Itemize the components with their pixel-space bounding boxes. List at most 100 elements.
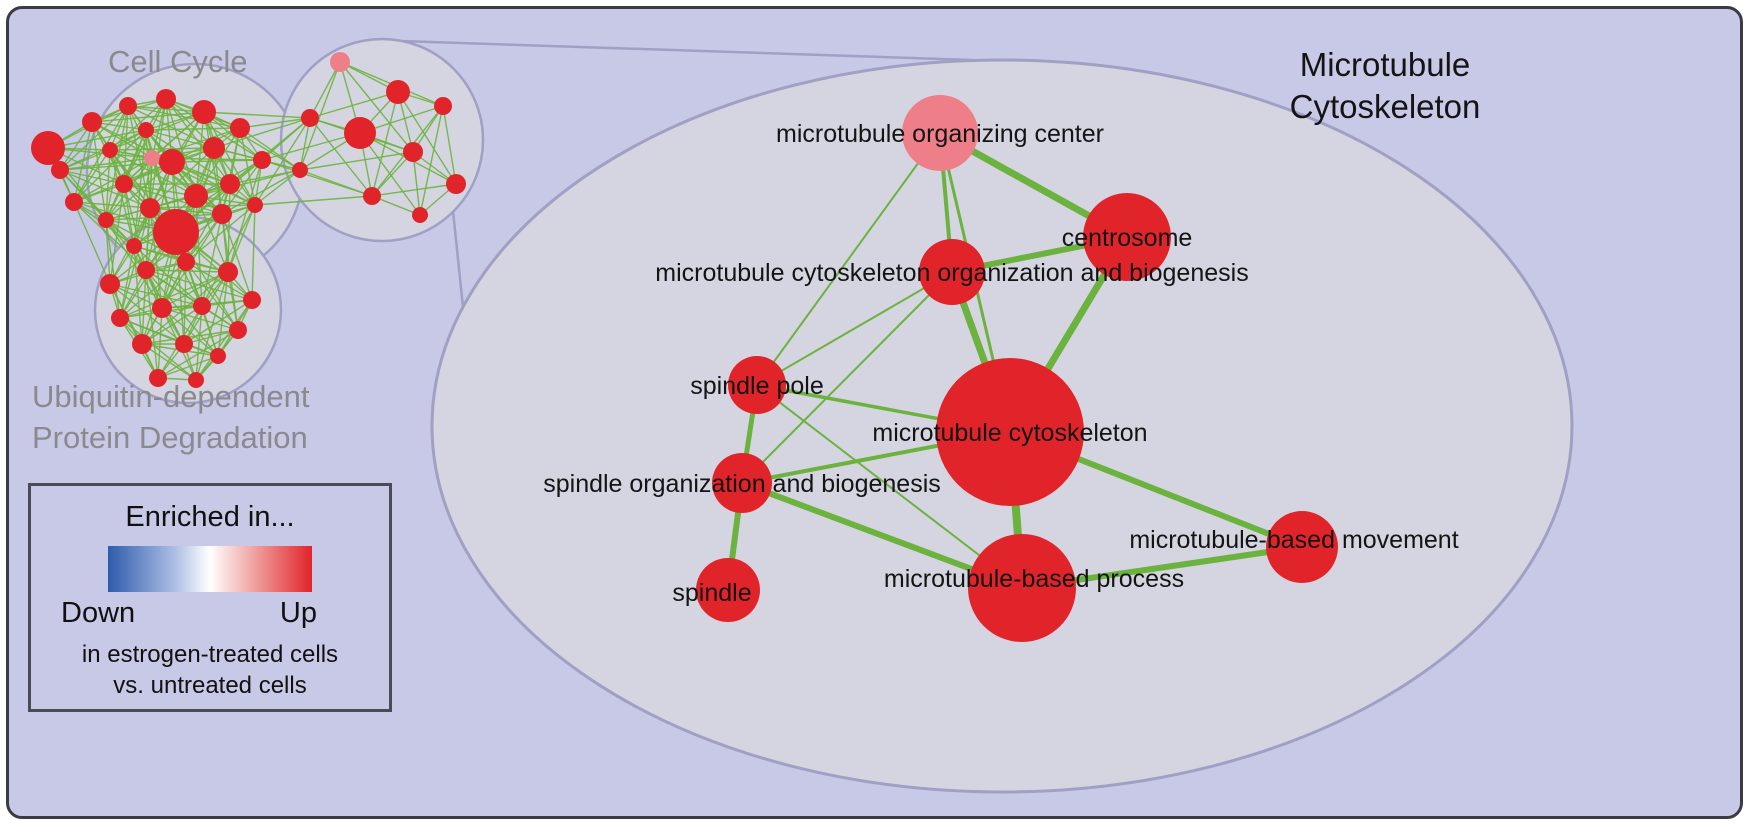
edge-moc-spindle_pole: [756, 132, 941, 386]
overview-edge: [73, 149, 111, 203]
overview-node: [344, 117, 376, 149]
node-centrosome: [1083, 193, 1171, 281]
legend-caption: in estrogen-treated cells vs. untreated …: [31, 639, 389, 701]
node-spindle_pole: [728, 356, 786, 414]
overview-edge: [157, 329, 239, 379]
overview-edge: [201, 204, 256, 307]
overview-edge: [73, 201, 147, 271]
node-label-centrosome: centrosome: [1062, 224, 1193, 252]
overview-node: [218, 262, 238, 282]
overview-node: [301, 109, 319, 127]
overview-edge: [299, 151, 414, 171]
overview-node: [203, 137, 225, 159]
node-mco: [919, 239, 985, 305]
overview-edge: [105, 161, 173, 221]
overview-edge: [185, 204, 256, 263]
overview-edge: [239, 127, 301, 171]
overview-edge: [141, 329, 239, 345]
overview-edge: [254, 169, 301, 206]
overview-edge: [221, 159, 263, 215]
overview-edge: [161, 271, 229, 309]
overview-edge: [145, 269, 219, 357]
legend-gradient-bar: [108, 546, 312, 592]
overview-edge: [203, 111, 311, 119]
overview-edge: [412, 151, 421, 216]
overview-node: [363, 187, 381, 205]
edge-spindle_pole-mbp: [756, 384, 1023, 589]
overview-node: [412, 207, 428, 223]
overview-edge: [133, 245, 143, 345]
cluster-label-microtubule-cytoskeleton: Microtubule Cytoskeleton: [1230, 44, 1540, 128]
overview-edge: [105, 219, 163, 309]
node-spindle: [696, 558, 760, 622]
overview-edge: [123, 183, 197, 197]
overview-cluster-circle: [279, 37, 485, 243]
overview-edge: [217, 271, 229, 357]
overview-edge: [397, 91, 457, 185]
overview-node: [229, 321, 247, 339]
overview-edge: [145, 269, 229, 273]
node-label-spindle_org: spindle organization and biogenesis: [543, 470, 941, 498]
overview-node: [119, 97, 137, 115]
overview-node: [140, 198, 160, 218]
overview-edge: [203, 111, 256, 206]
overview-edge: [195, 305, 203, 381]
overview-edge: [183, 261, 187, 345]
overview-edge: [359, 132, 421, 216]
overview-node: [144, 150, 160, 166]
node-mt_cyto: [936, 358, 1084, 506]
overview-edge: [105, 219, 121, 319]
overview-edge: [254, 195, 373, 206]
cluster-label-ubiquitin: Ubiquitin-dependent Protein Degradation: [32, 376, 310, 458]
ubiquitin-label-line1: Ubiquitin-dependent: [32, 379, 310, 414]
zoom-connector-line: [451, 210, 465, 308]
overview-node: [386, 80, 410, 104]
legend-caption-line1: in estrogen-treated cells: [81, 641, 339, 668]
edge-mco-spindle_pole: [756, 271, 953, 386]
overview-node: [177, 253, 195, 271]
overview-edge: [119, 261, 187, 319]
overview-node: [192, 100, 216, 124]
overview-edge: [123, 183, 223, 215]
overview-edge: [105, 219, 111, 285]
overview-edge: [105, 149, 111, 221]
node-label-mt_cyto: microtubule cytoskeleton: [872, 419, 1147, 447]
legend-caption-line2: vs. untreated cells: [113, 672, 307, 699]
overview-edge: [419, 105, 444, 216]
overview-node: [330, 52, 350, 72]
overview-edge: [229, 117, 311, 185]
overview-edge: [183, 329, 239, 345]
overview-node: [115, 175, 133, 193]
overview-edge: [73, 201, 111, 285]
overview-edge: [119, 317, 197, 381]
ubiquitin-label-line2: Protein Degradation: [32, 420, 308, 455]
legend-up-label: Up: [279, 597, 317, 629]
overview-node: [102, 142, 118, 158]
overview-node: [132, 334, 152, 354]
overview-node: [149, 369, 167, 387]
cluster-label-cell-cycle: Cell Cycle: [108, 44, 248, 79]
overview-edge: [119, 269, 147, 319]
overview-edge: [442, 105, 457, 185]
overview-node: [446, 174, 466, 194]
overview-node: [31, 131, 65, 165]
overview-node: [138, 122, 154, 138]
overview-edge: [145, 127, 241, 131]
overview-edge: [141, 269, 147, 345]
overview-edge: [195, 169, 301, 197]
overview-node: [212, 204, 232, 224]
overview-node: [247, 197, 263, 213]
overview-edge: [127, 105, 215, 149]
overview-edge: [73, 157, 153, 203]
overview-node: [156, 89, 176, 109]
overview-edge: [109, 111, 205, 151]
overview-edge: [309, 61, 341, 119]
overview-edge: [145, 207, 151, 271]
overview-edge: [254, 117, 311, 206]
zoom-connector-line: [399, 39, 973, 62]
overview-edge: [309, 117, 373, 197]
legend-down-label: Down: [61, 597, 136, 629]
overview-edge: [339, 61, 414, 153]
node-spindle_org: [712, 453, 772, 513]
